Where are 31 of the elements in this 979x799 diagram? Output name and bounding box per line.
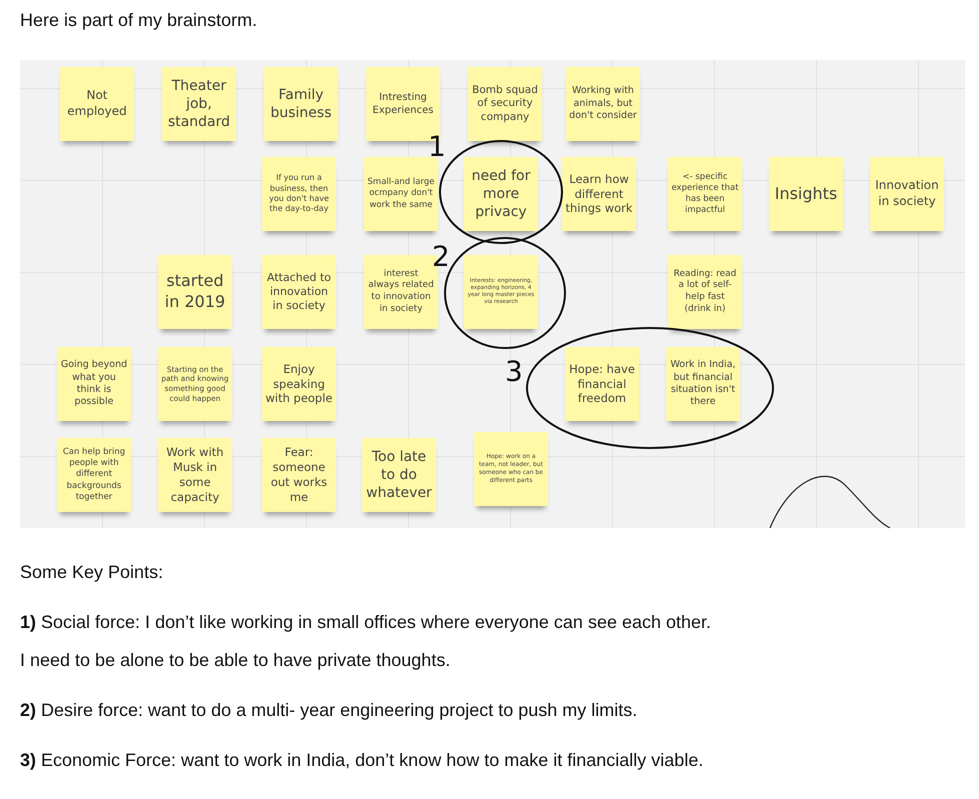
sticky-note: Fear: someone out works me <box>262 438 336 512</box>
sticky-note: Learn how different things work <box>562 157 636 231</box>
sticky-note: Work with Musk in some capacity <box>158 438 232 512</box>
sticky-note: Insights <box>769 157 843 231</box>
key-point-text: 3) Economic Force: want to work in India, don’t know how to make it financially viable. <box>20 750 704 771</box>
key-point-text: 2) Desire force: want to do a multi- year engineering project to push my limits. <box>20 700 638 721</box>
sticky-note: started in 2019 <box>158 255 232 329</box>
hand-drawn-ellipse <box>526 327 774 449</box>
sticky-note: Small-and large ocmpany don't work the same <box>364 157 438 231</box>
sticky-note: Theater job, standard <box>162 67 236 141</box>
section-heading: Some Key Points: <box>20 562 164 583</box>
sticky-note: Can help bring people with different backgrounds together <box>57 438 131 512</box>
sticky-note: Not employed <box>60 67 134 141</box>
sticky-note: Working with animals, but don't consider <box>566 67 640 141</box>
title: Here is part of my brainstorm. <box>20 10 258 31</box>
sticky-note: need for more privacy <box>464 157 538 231</box>
sticky-note: Innovation in society <box>870 157 944 231</box>
key-point-text: 1) Social force: I don’t like working in small offices where everyone can see each other. <box>20 612 712 633</box>
sticky-note: Enjoy speaking with people <box>262 347 336 421</box>
callout-number: 3 <box>505 358 523 386</box>
sticky-note: Bomb squad of security company <box>468 67 542 141</box>
sticky-note: Going beyond what you think is possible <box>57 347 131 421</box>
key-point-text: I need to be alone to be able to have private thoughts. <box>20 650 450 671</box>
sticky-note: Attached to innovation in society <box>262 255 336 329</box>
sticky-note: Reading: read a lot of self-help fast (drink in) <box>668 255 742 329</box>
sticky-note: Hope: have financial freedom <box>565 347 639 421</box>
sticky-note: Work in India, but financial situation isn't there <box>666 347 740 421</box>
sticky-note: <- specific experience that has been impactful <box>668 157 742 231</box>
sticky-note: Too late to do whatever <box>362 438 436 512</box>
sticky-note: Family business <box>264 67 338 141</box>
sticky-note: If you run a business, then you don't have the day-to-day <box>262 157 336 231</box>
